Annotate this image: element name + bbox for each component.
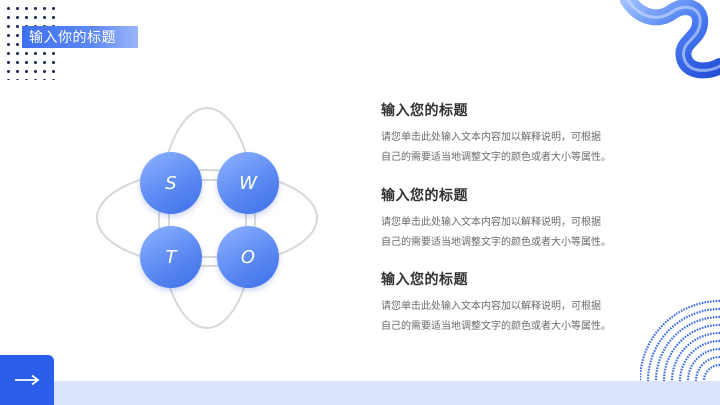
swot-letter-t: T (165, 246, 177, 268)
bottom-strip (0, 381, 720, 405)
swot-letter-s: S (165, 172, 177, 194)
block-description: 请您单击此处输入文本内容加以解释说明，可根据 自己的需要适当地调整文字的颜色或者… (381, 301, 611, 332)
block-description: 请您单击此处输入文本内容加以解释说明，可根据 自己的需要适当地调整文字的颜色或者… (381, 132, 611, 163)
ribbon-decoration (620, 0, 720, 79)
page-title: 输入你的标题 (29, 30, 116, 46)
title-bar: 输入你的标题 (22, 26, 138, 48)
block-title: 输入您的标题 (381, 188, 468, 204)
swot-ellipses (96, 107, 318, 329)
block-title: 输入您的标题 (381, 103, 468, 119)
arrow-right-icon (15, 374, 40, 386)
swot-diagram: S W T O (95, 105, 320, 335)
swot-letter-o: O (240, 246, 256, 268)
swot-circle-t: T (140, 226, 202, 288)
arc-decoration (640, 299, 720, 381)
swot-circle-o: O (217, 226, 279, 288)
next-button[interactable] (0, 355, 54, 405)
swot-circle-w: W (217, 152, 279, 214)
text-block-3: 输入您的标题 请您单击此处输入文本内容加以解释说明，可根据 自己的需要适当地调整… (381, 269, 641, 337)
text-block-2: 输入您的标题 请您单击此处输入文本内容加以解释说明，可根据 自己的需要适当地调整… (381, 185, 641, 253)
swot-letter-w: W (239, 172, 257, 194)
swot-circle-s: S (140, 152, 202, 214)
block-description: 请您单击此处输入文本内容加以解释说明，可根据 自己的需要适当地调整文字的颜色或者… (381, 217, 611, 248)
text-block-1: 输入您的标题 请您单击此处输入文本内容加以解释说明，可根据 自己的需要适当地调整… (381, 100, 641, 168)
block-title: 输入您的标题 (381, 272, 468, 288)
